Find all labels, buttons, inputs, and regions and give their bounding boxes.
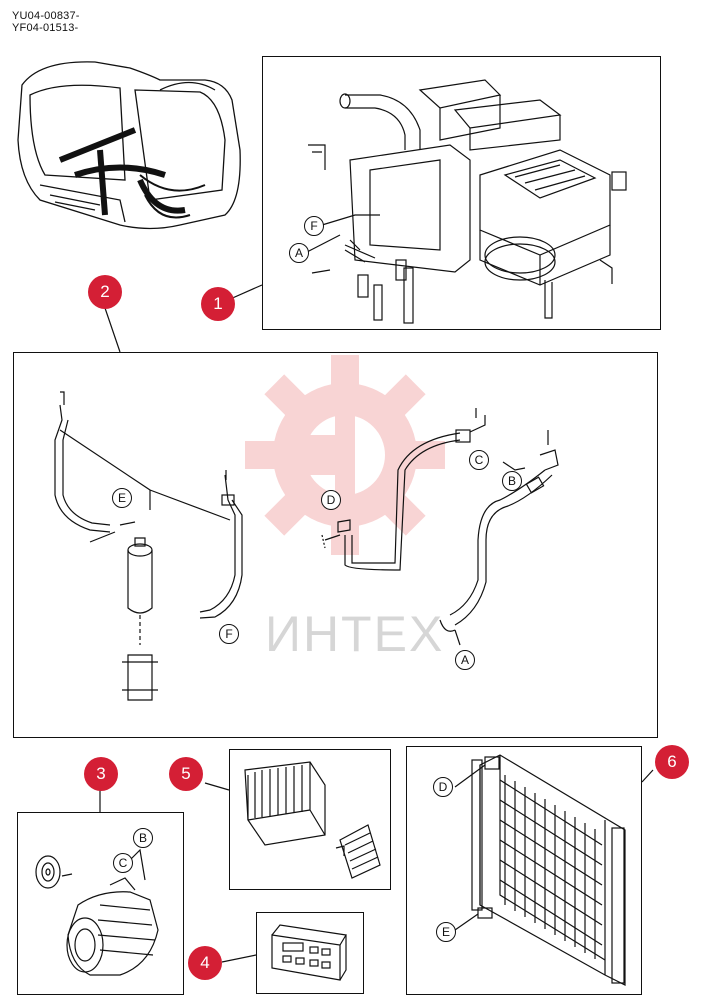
- label-a-panel2: A: [455, 650, 475, 670]
- badge-6: 6: [655, 745, 689, 779]
- panel-refrigerant-hoses: [13, 352, 658, 738]
- label-b-panel3: B: [133, 828, 153, 848]
- label-e-panel6: E: [436, 922, 456, 942]
- label-f-panel1: F: [304, 216, 324, 236]
- panel-compressor: [17, 812, 184, 995]
- label-e-panel2: E: [112, 488, 132, 508]
- part-code-1: YU04-00837-: [12, 10, 80, 22]
- panel-hvac-unit: [262, 56, 661, 330]
- label-c-panel3: C: [113, 853, 133, 873]
- panel-air-filter: [229, 749, 391, 890]
- watermark-text: ИНТЕХ: [265, 606, 445, 662]
- label-d-panel2: D: [321, 490, 341, 510]
- part-code-2: YF04-01513-: [12, 22, 79, 34]
- badge-1: 1: [201, 287, 235, 321]
- label-a-panel1: A: [289, 243, 309, 263]
- badge-4: 4: [188, 946, 222, 980]
- panel-condenser: [406, 746, 642, 995]
- label-c-panel2: C: [469, 450, 489, 470]
- panel-control-panel: [256, 912, 364, 994]
- badge-2: 2: [88, 275, 122, 309]
- badge-3: 3: [84, 757, 118, 791]
- label-b-panel2: B: [502, 471, 522, 491]
- label-f-panel2: F: [219, 624, 239, 644]
- badge-5: 5: [169, 757, 203, 791]
- label-d-panel6: D: [433, 777, 453, 797]
